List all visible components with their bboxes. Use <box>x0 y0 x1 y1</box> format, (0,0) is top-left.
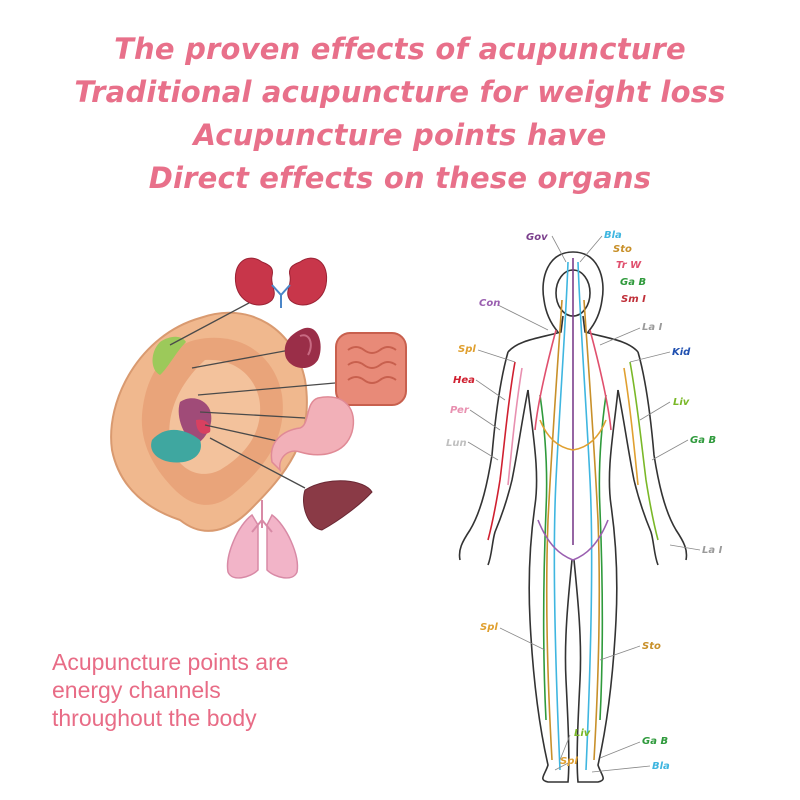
caption-line-3: throughout the body <box>52 705 257 731</box>
label-liv-right: Liv <box>673 397 690 408</box>
label-gab-mid: Ga B <box>690 435 716 446</box>
label-kid: Kid <box>672 347 691 358</box>
label-lai-right: La I <box>702 545 723 556</box>
ear-organ-pointer-lines <box>169 295 336 489</box>
headline-line-1: The proven effects of acupuncture <box>114 32 686 66</box>
label-hea: Hea <box>453 375 475 386</box>
ear-illustration <box>110 311 308 532</box>
label-spl-left: Spl <box>458 344 476 355</box>
label-liv-foot: Liv <box>574 728 591 739</box>
headline-line-2: Traditional acupuncture for weight loss <box>74 75 726 109</box>
label-spl-foot: Spl <box>560 756 578 767</box>
label-trw: Tr W <box>616 260 642 271</box>
meridian-labels: Gov Bla Sto Tr W Ga B Sm I Con La I Spl … <box>446 230 723 772</box>
caption-line-2: energy channels <box>52 677 221 703</box>
stomach-illustration <box>270 396 355 473</box>
label-gov: Gov <box>526 232 548 243</box>
spleen-illustration <box>284 327 321 369</box>
label-leader-lines <box>467 235 701 773</box>
label-spl-lower: Spl <box>480 622 498 633</box>
label-sto-top: Sto <box>613 244 632 255</box>
ear-zone-green <box>152 336 186 375</box>
body-outline <box>458 251 688 783</box>
headline-line-3: Acupuncture points have <box>193 118 607 152</box>
label-gab-foot: Ga B <box>642 736 668 747</box>
label-lun: Lun <box>446 438 467 449</box>
meridian-lines <box>487 258 659 771</box>
intestine-illustration <box>335 332 407 406</box>
headline-line-4: Direct effects on these organs <box>148 161 652 195</box>
label-lai-top: La I <box>642 322 663 333</box>
label-bla-foot: Bla <box>652 761 670 772</box>
liver-illustration <box>303 480 373 531</box>
label-bla-top: Bla <box>604 230 622 241</box>
ear-zone-red <box>196 419 211 434</box>
label-smi: Sm I <box>621 294 646 305</box>
lungs-illustration <box>226 500 299 579</box>
ear-zone-teal <box>151 429 201 463</box>
label-per: Per <box>450 405 470 416</box>
label-sto-lower: Sto <box>642 641 661 652</box>
label-gab-top: Ga B <box>620 277 646 288</box>
caption-line-1: Acupuncture points are <box>52 649 289 675</box>
label-con: Con <box>479 298 500 309</box>
body-caption: Acupuncture points are energy channels t… <box>52 648 372 732</box>
kidney-illustration <box>234 257 328 308</box>
